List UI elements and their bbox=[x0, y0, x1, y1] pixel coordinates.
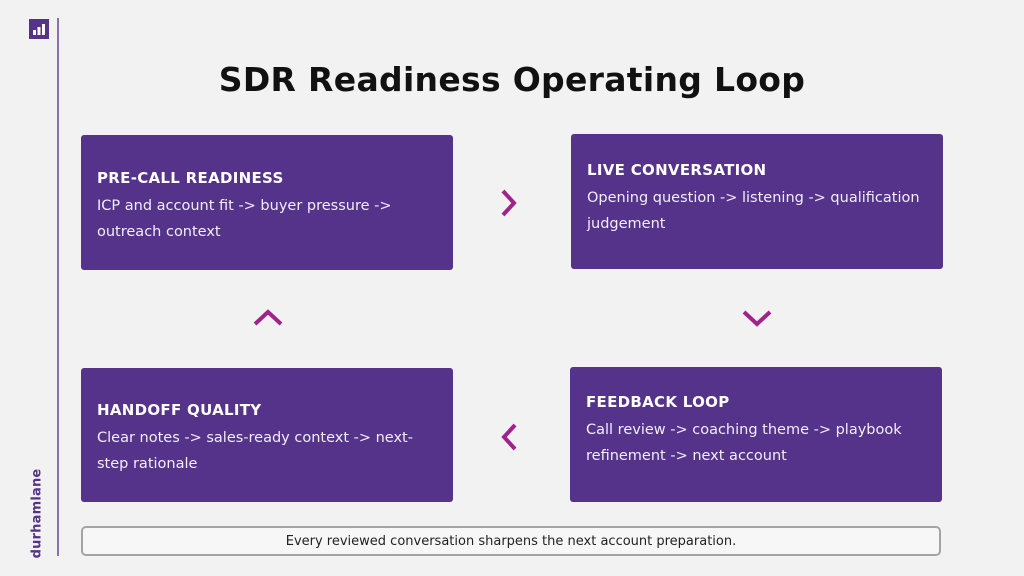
live-conversation-title: LIVE CONVERSATION bbox=[587, 160, 767, 179]
pre-call-readiness-card: PRE-CALL READINESS ICP and account fit -… bbox=[81, 135, 453, 270]
brand-name: durhamlane bbox=[29, 468, 45, 558]
brand-logo: durhamlane bbox=[22, 468, 52, 558]
pre-call-readiness-title: PRE-CALL READINESS bbox=[97, 168, 284, 187]
feedback-loop-title: FEEDBACK LOOP bbox=[586, 393, 730, 411]
chevron-up-icon bbox=[252, 309, 284, 327]
feedback-loop-body: Call review -> coaching theme -> playboo… bbox=[586, 422, 902, 464]
chevron-right-icon bbox=[500, 188, 518, 218]
footer-caption: Every reviewed conversation sharpens the… bbox=[285, 533, 737, 549]
side-divider bbox=[57, 18, 59, 556]
feedback-loop-card: FEEDBACK LOOP Call review -> coaching th… bbox=[570, 367, 942, 502]
pre-call-readiness-body: ICP and account fit -> buyer pressure ->… bbox=[97, 197, 392, 240]
bar-chart-logo-icon bbox=[29, 19, 49, 39]
handoff-quality-title: HANDOFF QUALITY bbox=[97, 401, 262, 419]
footer-caption-box: Every reviewed conversation sharpens the… bbox=[81, 526, 941, 556]
chevron-down-icon bbox=[741, 309, 773, 327]
live-conversation-card: LIVE CONVERSATION Opening question -> li… bbox=[571, 134, 943, 269]
live-conversation-body: Opening question -> listening -> qualifi… bbox=[587, 189, 920, 232]
slide-title: SDR Readiness Operating Loop bbox=[218, 60, 806, 99]
handoff-quality-body: Clear notes -> sales-ready context -> ne… bbox=[97, 430, 413, 472]
handoff-quality-card: HANDOFF QUALITY Clear notes -> sales-rea… bbox=[81, 368, 453, 502]
chevron-left-icon bbox=[500, 422, 518, 452]
